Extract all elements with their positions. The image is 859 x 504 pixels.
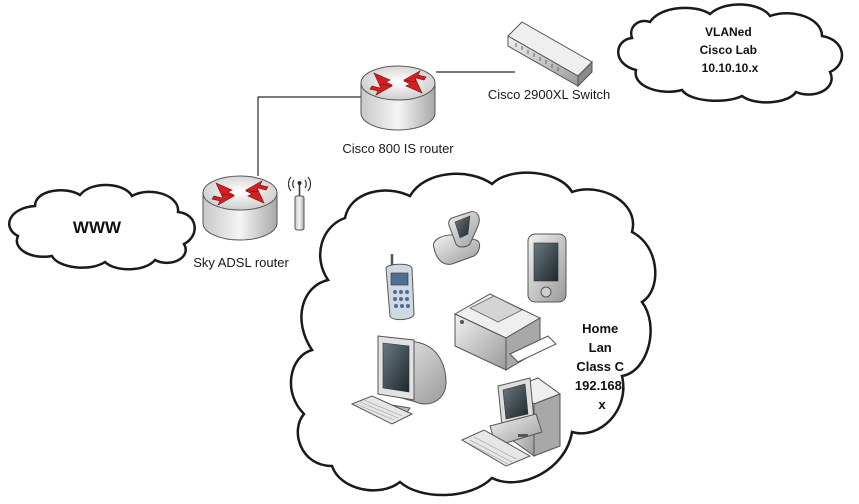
home-lan-text: Home Lan Class C 192.168. x	[575, 321, 629, 412]
cisco-router-label: Cisco 800 IS router	[342, 141, 454, 156]
www-cloud-label: WWW	[73, 218, 122, 237]
home-line-4: 192.168.	[575, 378, 626, 393]
cisco-router: Cisco 800 IS router	[342, 65, 454, 156]
vlan-line-1: VLANed	[705, 25, 752, 39]
mobile-phone-icon	[385, 254, 415, 321]
cisco-switch-label: Cisco 2900XL Switch	[488, 87, 610, 102]
printer-icon	[453, 293, 557, 371]
vlan-cloud-text: VLANed Cisco Lab 10.10.10.x	[700, 25, 761, 75]
keyboard	[460, 429, 532, 467]
router-icon	[360, 65, 436, 131]
sky-router: Sky ADSL router	[193, 175, 289, 270]
vlan-cloud: VLANed Cisco Lab 10.10.10.x	[617, 3, 844, 104]
router-icon	[202, 175, 278, 241]
vlan-line-2: Cisco Lab	[700, 43, 757, 57]
sky-router-label: Sky ADSL router	[193, 255, 289, 270]
vlan-line-3: 10.10.10.x	[702, 61, 759, 75]
keyboard	[350, 395, 414, 425]
home-line-2: Lan	[589, 340, 612, 355]
home-line-5: x	[598, 397, 606, 412]
crt-monitor-icon	[350, 335, 447, 425]
cisco-switch: Cisco 2900XL Switch	[488, 21, 610, 102]
antenna-icon	[287, 176, 312, 231]
home-line-3: Class C	[576, 359, 624, 374]
link-sky-to-cisco-router	[257, 96, 361, 176]
home-line-1: Home	[582, 321, 618, 336]
connection-lines	[257, 71, 515, 176]
www-cloud: WWW	[8, 183, 196, 271]
flip-phone-icon	[432, 211, 481, 265]
desktop-computer-icon	[460, 377, 562, 467]
pda-icon	[527, 233, 567, 303]
